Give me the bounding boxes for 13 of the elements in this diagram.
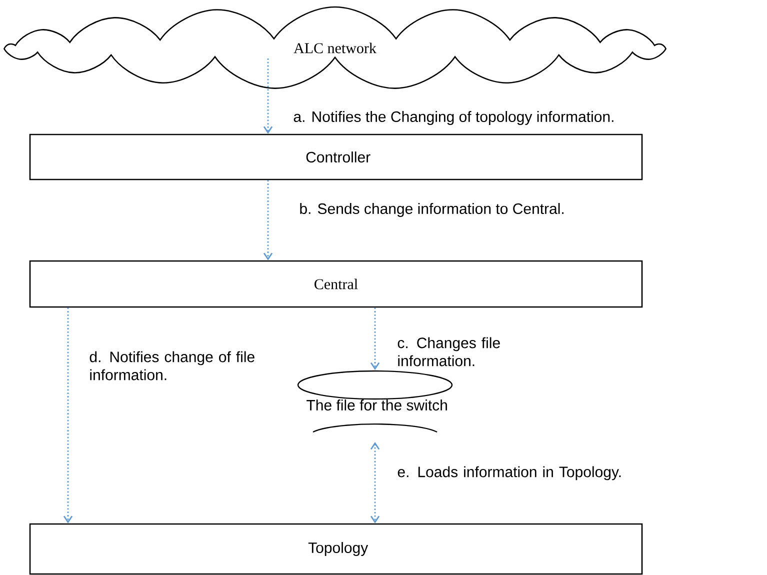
arrow xyxy=(263,180,273,260)
arrow xyxy=(263,58,273,134)
process-box: Controller xyxy=(29,134,643,180)
process-box: Central xyxy=(29,260,643,308)
edge-label: e. Loads information in Topology. xyxy=(398,466,621,480)
edge-label: c. Changes file information. xyxy=(398,337,500,366)
edge-label: a. Notifies the Changing of topology information. xyxy=(294,111,614,125)
edge-label: d. Notifies change of file information. xyxy=(90,351,254,380)
arrow xyxy=(370,442,380,524)
arrow xyxy=(63,308,73,524)
process-box: Topology xyxy=(29,523,643,575)
arrow xyxy=(370,308,380,370)
edge-label: b. Sends change information to Central. xyxy=(300,203,564,217)
